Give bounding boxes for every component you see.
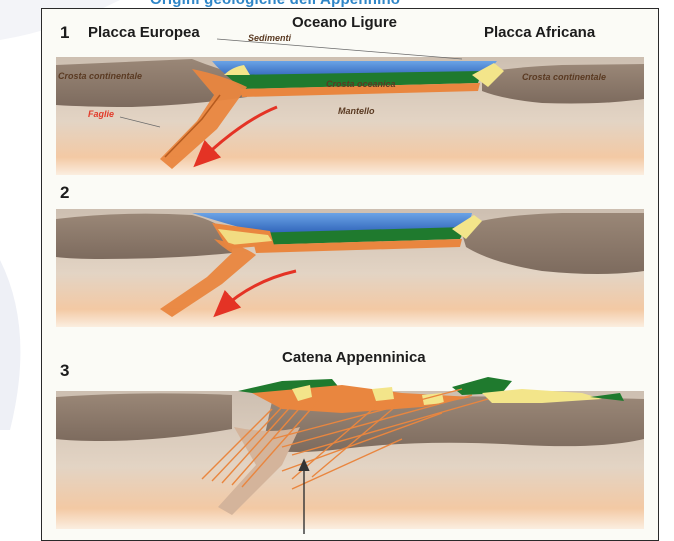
header-title: Origini geologiche dell'Appennino xyxy=(150,0,400,8)
panel-1-ocean-label: Oceano Ligure xyxy=(292,14,397,31)
panel-1-continental-crust-right xyxy=(482,64,644,104)
panel-1-mantle-label: Mantello xyxy=(338,106,375,116)
panel-3 xyxy=(56,377,644,534)
panel-1-oceanic-crust-label: Crosta oceanica xyxy=(326,79,396,89)
header-strip: Origini geologiche dell'Appennino xyxy=(0,0,674,8)
panel-1-continental-crust-right-label: Crosta continentale xyxy=(522,72,606,82)
panel-2-number: 2 xyxy=(60,183,69,203)
panel-2 xyxy=(56,209,644,327)
panel-3-number: 3 xyxy=(60,361,69,381)
tectonic-diagram: 1 Placca Europea Oceano Ligure Placca Af… xyxy=(41,8,659,541)
panel-1-faults-label: Faglie xyxy=(88,109,114,119)
panel-1-continental-crust-left-label: Crosta continentale xyxy=(58,71,142,81)
panel-3-title: Catena Appenninica xyxy=(282,349,426,366)
panel-1-left-plate-label: Placca Europea xyxy=(88,24,200,41)
panel-1-number: 1 xyxy=(60,23,69,43)
panel-1-sediments-label: Sedimenti xyxy=(248,33,291,43)
panel-2-continental-crust-left xyxy=(56,214,232,259)
panel-1-right-plate-label: Placca Africana xyxy=(484,24,595,41)
